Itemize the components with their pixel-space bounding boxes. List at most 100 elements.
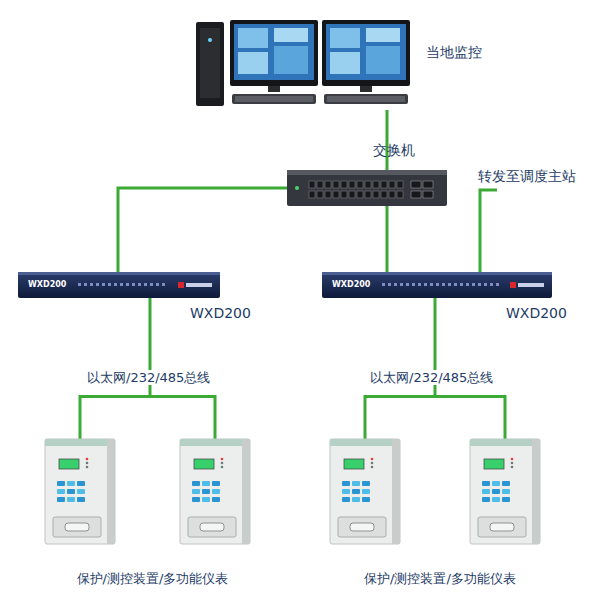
relay-button	[212, 481, 220, 486]
field-device-group: 保护/测控装置/多功能仪表	[320, 395, 560, 595]
network-line	[386, 110, 389, 170]
relay-top-band	[330, 439, 392, 446]
uplink-port	[423, 191, 433, 198]
device-led	[478, 283, 481, 286]
device-led	[138, 283, 141, 286]
relay-button	[202, 497, 210, 502]
relay-side	[242, 439, 250, 544]
relay-led	[221, 462, 224, 465]
relay-lower-panel	[338, 517, 386, 537]
relay-handle	[200, 523, 224, 531]
relay-display	[344, 459, 364, 469]
relay-button	[342, 481, 350, 486]
switch-port	[373, 191, 379, 198]
monitor-screen	[326, 24, 406, 80]
device-led	[84, 283, 87, 286]
switch-port	[365, 181, 371, 188]
device-led	[460, 283, 463, 286]
network-switch: 交换机	[287, 170, 447, 206]
switch-port	[349, 181, 355, 188]
switch-port	[341, 181, 347, 188]
monitor-stand	[268, 86, 280, 92]
device-led	[162, 283, 165, 286]
screen-panel	[366, 46, 400, 74]
screen-panel	[274, 28, 308, 42]
device-led	[126, 283, 129, 286]
device-led	[490, 283, 493, 286]
device-led	[442, 283, 445, 286]
network-line	[118, 188, 287, 272]
field-device-group: 保护/测控装置/多功能仪表	[30, 395, 275, 595]
relay-button	[77, 497, 85, 502]
device-body	[322, 272, 552, 298]
relay-button	[77, 489, 85, 494]
switch-port	[389, 181, 395, 188]
relay-button	[352, 489, 360, 494]
switch-port	[333, 181, 339, 188]
screen-panel	[330, 52, 360, 74]
relay-button	[482, 497, 490, 502]
group-caption: 保护/测控装置/多功能仪表	[30, 571, 275, 587]
switch-port	[373, 181, 379, 188]
screen-panel	[238, 52, 268, 74]
device-led	[430, 283, 433, 286]
relay-led	[371, 458, 374, 461]
relay-button	[502, 489, 510, 494]
relay-button	[492, 481, 500, 486]
relay-button	[482, 489, 490, 494]
relay-led	[511, 462, 514, 465]
relay-handle	[350, 523, 374, 531]
logo-mark	[178, 282, 184, 288]
device-led	[108, 283, 111, 286]
switch-port	[333, 191, 339, 198]
switch-port	[349, 191, 355, 198]
relay-led	[511, 458, 514, 461]
relay-button	[502, 481, 510, 486]
relay-button	[492, 489, 500, 494]
monitor-frame	[230, 20, 318, 86]
relay-button	[362, 497, 370, 502]
relay-button	[362, 489, 370, 494]
pc-tower	[196, 22, 224, 106]
uplink-port	[411, 181, 421, 188]
relay-button	[192, 481, 200, 486]
relay-button	[352, 497, 360, 502]
device-led	[388, 283, 391, 286]
logo-mark	[510, 282, 516, 288]
device-led	[150, 283, 153, 286]
relay-display	[194, 459, 214, 469]
switch-port	[325, 181, 331, 188]
device-led	[156, 283, 159, 286]
relay-led	[221, 458, 224, 461]
switch-port	[365, 191, 371, 198]
device-led	[120, 283, 123, 286]
relay-led	[511, 466, 514, 469]
station-label: 当地监控	[426, 44, 482, 60]
switch-port	[309, 191, 315, 198]
relay-lower-panel	[53, 517, 101, 537]
status-led	[295, 186, 299, 190]
keyboard-keys	[327, 96, 405, 102]
device-led	[96, 283, 99, 286]
pc-tower-front	[200, 28, 220, 98]
relay-top-band	[180, 439, 242, 446]
relay-button	[342, 497, 350, 502]
switch-port	[341, 191, 347, 198]
relay-button	[202, 481, 210, 486]
switch-port	[381, 181, 387, 188]
relay-side	[532, 439, 540, 544]
screen-panel	[366, 28, 400, 42]
uplink-port	[423, 181, 433, 188]
switch-port	[357, 181, 363, 188]
device-led	[424, 283, 427, 286]
device-led	[484, 283, 487, 286]
relay-body	[45, 439, 115, 544]
bus-wire	[365, 397, 505, 440]
switch-top	[287, 170, 447, 175]
keyboard	[324, 94, 408, 104]
switch-port	[397, 181, 403, 188]
gateway-device: WXD200WXD200	[18, 272, 220, 298]
relay-button	[57, 497, 65, 502]
switch-port	[325, 191, 331, 198]
